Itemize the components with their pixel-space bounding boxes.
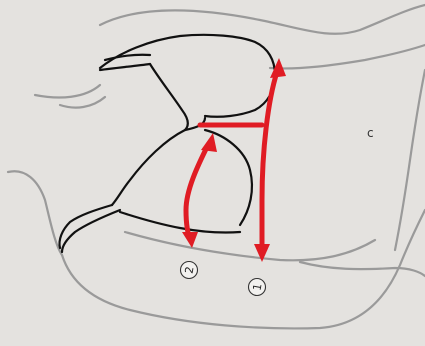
marker-1: 1 — [249, 279, 266, 296]
strap-line-2 — [105, 55, 150, 60]
arm-bottom-line — [300, 262, 425, 276]
upper-contour — [270, 45, 425, 68]
back-contour — [395, 70, 425, 250]
left-bust-contour — [60, 97, 105, 108]
arrow-head-2-top — [201, 133, 217, 152]
arm-outline-inner — [125, 232, 375, 260]
lower-cup-outline — [112, 130, 185, 205]
band-line-2 — [62, 210, 120, 252]
body-outline — [8, 5, 425, 328]
strap-line — [100, 64, 150, 70]
measurement-line-2 — [186, 145, 208, 238]
cup-left-edge — [150, 64, 188, 130]
upper-cup-outline — [100, 35, 275, 117]
band-line-3 — [120, 212, 240, 233]
measurement-line-1 — [262, 72, 277, 250]
marker-2: 2 — [181, 262, 198, 279]
left-top-contour — [35, 85, 100, 98]
bra-outline — [59, 35, 275, 252]
left-contour — [8, 171, 62, 255]
side-mark: c — [367, 126, 374, 140]
shoulder-contour — [100, 5, 425, 34]
